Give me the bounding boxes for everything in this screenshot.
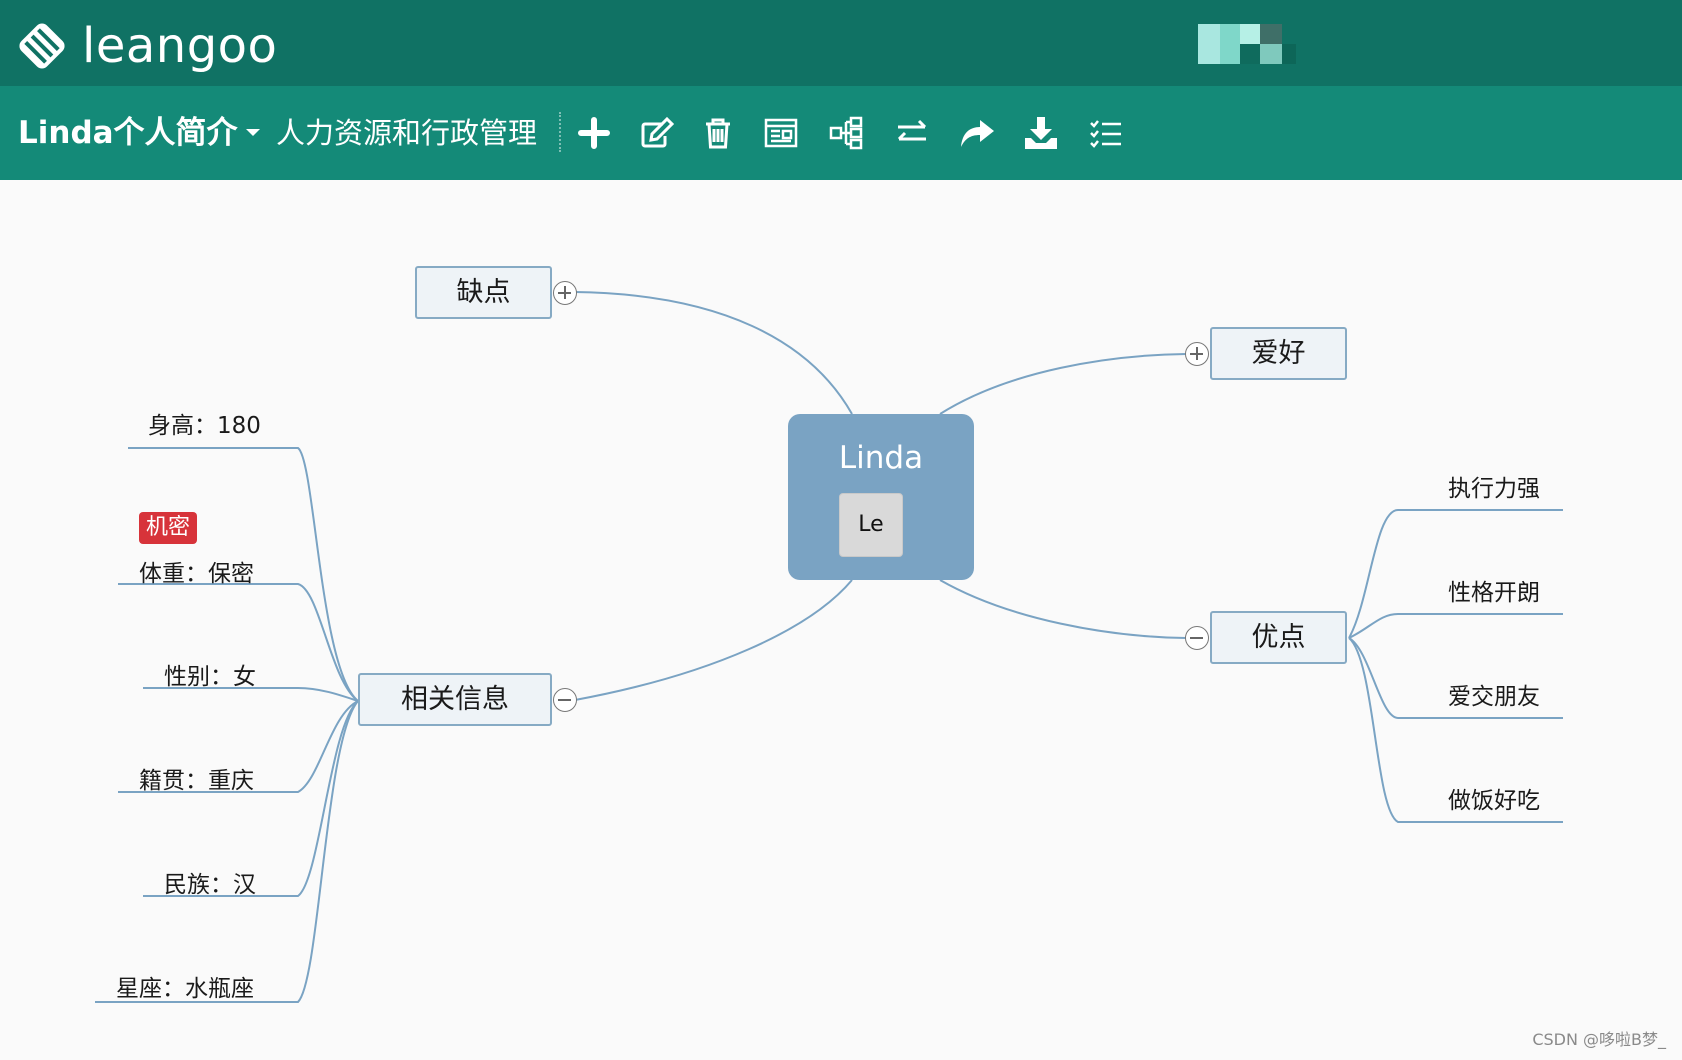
leaf-gender[interactable]: 性别：女 [164,664,256,690]
node-shortcomings[interactable]: 缺点 [415,266,552,319]
document-subtitle: 人力资源和行政管理 [276,116,538,150]
edit-node-button[interactable] [634,111,678,155]
node-hobbies[interactable]: 爱好 [1210,327,1347,380]
root-node[interactable]: Linda Le [788,414,974,580]
document-title: Linda个人简介 [18,115,238,151]
list-view-button[interactable] [1084,111,1128,155]
note-button[interactable] [759,111,803,155]
leaf-hometown[interactable]: 籍贯：重庆 [139,768,254,794]
share-arrow-icon [961,120,994,147]
window-icon [764,118,798,148]
leaf-cooking[interactable]: 做饭好吃 [1448,788,1540,814]
root-avatar[interactable]: Le [839,493,903,557]
mindmap-links [95,291,1563,1003]
toolbar: Linda个人简介 人力资源和行政管理 [0,86,1682,180]
expand-toggle-icon[interactable] [1185,342,1209,366]
trash-icon [706,118,730,149]
download-button[interactable] [1019,111,1063,155]
download-icon [1025,117,1057,149]
mindmap-structure-icon [829,116,863,150]
leaf-ethnicity[interactable]: 民族：汉 [164,872,256,898]
toolbar-divider [559,112,561,152]
watermark: CSDN @哆啦B梦_ [1532,1030,1666,1049]
node-related-info[interactable]: 相关信息 [358,673,552,726]
leaf-sociable[interactable]: 爱交朋友 [1448,684,1540,710]
edit-icon [641,116,675,148]
collapse-toggle-icon[interactable] [553,688,577,712]
checklist-icon [1090,120,1121,148]
diamond-stripes-logo-icon[interactable] [14,18,70,74]
structure-button[interactable] [824,111,868,155]
caret-down-icon [245,129,260,136]
share-button[interactable] [955,111,999,155]
collapse-toggle-icon[interactable] [1185,626,1209,650]
document-title-dropdown[interactable]: Linda个人简介 [18,86,260,180]
leaf-weight[interactable]: 体重：保密 [139,561,254,587]
plus-icon [578,117,610,149]
confidential-tag[interactable]: 机密 [139,512,198,544]
swap-arrows-icon [897,119,927,141]
brand-name: leangoo [82,18,278,74]
leaf-zodiac[interactable]: 星座：水瓶座 [116,976,254,1002]
mindmap-canvas[interactable]: Linda Le 缺点 爱好 优点 相关信息 身高：180 机密 体重：保密 性… [0,180,1682,1060]
delete-node-button[interactable] [696,111,740,155]
expand-toggle-icon[interactable] [553,281,577,305]
add-node-button[interactable] [572,111,616,155]
node-strengths[interactable]: 优点 [1210,611,1347,664]
leaf-execution[interactable]: 执行力强 [1448,476,1540,502]
leaf-height[interactable]: 身高：180 [148,413,261,439]
swap-button[interactable] [890,111,934,155]
leaf-outgoing[interactable]: 性格开朗 [1448,580,1540,606]
top-header: leangoo [0,0,1682,86]
user-avatar[interactable] [1178,20,1306,68]
root-label: Linda [838,440,924,476]
